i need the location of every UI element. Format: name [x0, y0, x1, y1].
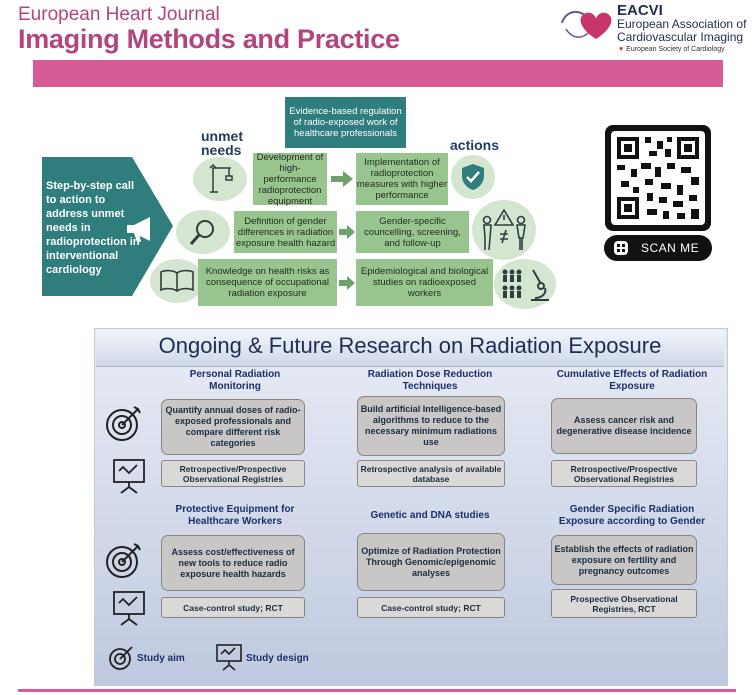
scan-icon — [613, 240, 629, 256]
esc-heart-icon: ♥ — [619, 46, 624, 53]
cell-title-2: Radiation Dose Reduction Techniques — [367, 369, 493, 392]
action-box-1: Implementation of radioprotection measur… — [356, 153, 448, 205]
center-title-box: Evidence-based regulation of radio-expos… — [285, 97, 406, 148]
magnifier-icon-circle — [176, 210, 230, 254]
design-box-4: Case-control study; RCT — [161, 597, 305, 618]
research-header-bar — [96, 330, 724, 367]
eacvi-heart-logo-icon — [558, 5, 622, 45]
cell-title-5: Genetic and DNA studies — [370, 510, 490, 521]
design-box-2: Retrospective analysis of available data… — [357, 460, 505, 487]
design-box-1: Retrospective/Prospective Observational … — [161, 460, 305, 487]
call-to-action-arrow: Step-by-step call to action to address u… — [42, 157, 173, 296]
design-box-3: Retrospective/Prospective Observational … — [551, 460, 697, 487]
research-panel — [94, 328, 728, 686]
aim-box-5: Optimize of Radiation Protection Through… — [357, 533, 505, 591]
need-box-1: Development of high-performance radiopro… — [253, 152, 327, 207]
scan-me-badge[interactable]: SCAN ME — [604, 235, 712, 261]
research-title: Ongoing & Future Research on Radiation E… — [158, 333, 662, 358]
unmet-line1: unmet — [201, 128, 243, 144]
aim-box-6: Establish the effects of radiation expos… — [551, 535, 697, 585]
qr-code[interactable] — [605, 125, 711, 231]
megaphone-icon — [124, 214, 160, 249]
action-box-2: Gender-specific councelling, screening, … — [356, 211, 469, 253]
center-title-text: Evidence-based regulation of radio-expos… — [289, 106, 402, 139]
design-box-5: Case-control study; RCT — [357, 597, 505, 618]
target-icon — [104, 540, 144, 585]
eacvi-name: European Association of Cardiovascular I… — [617, 18, 746, 44]
aim-box-1: Quantify annual doses of radio-exposed p… — [161, 399, 305, 455]
arrow-text: Step-by-step call to action to address u… — [46, 180, 140, 276]
scan-me-label: SCAN ME — [641, 241, 700, 255]
esc-label: ♥European Society of Cardiology — [619, 46, 725, 53]
presentation-chart-icon — [111, 589, 147, 632]
aim-box-4: Assess cost/effectiveness of new tools t… — [161, 535, 305, 591]
study-aim-legend-icon — [108, 644, 136, 677]
eacvi-name-line2: Cardiovascular Imaging — [617, 30, 744, 44]
presentation-chart-icon — [111, 457, 147, 500]
qr-pattern-icon — [617, 137, 699, 219]
header-band — [33, 60, 723, 87]
esc-text: European Society of Cardiology — [626, 46, 725, 53]
cell-title-6: Gender Specific Radiation Exposure accor… — [558, 504, 706, 527]
bottom-rule — [18, 689, 736, 692]
unmet-line2: needs — [201, 142, 242, 158]
need-box-2: Definition of gender differences in radi… — [234, 211, 337, 253]
need-box-3: Knowledge on health risks as consequence… — [198, 259, 337, 306]
study-design-legend-icon — [215, 643, 243, 676]
aim-box-3: Assess cancer risk and degenerative dise… — [551, 398, 697, 454]
target-icon — [104, 403, 144, 448]
eacvi-short: EACVI — [617, 2, 663, 19]
journal-title-line1: European Heart Journal — [18, 4, 220, 25]
cell-title-1: Personal Radiation Monitoring — [189, 369, 281, 392]
shield-check-icon-circle — [451, 155, 495, 199]
crane-icon-circle — [193, 157, 247, 201]
study-design-legend-label: Study design — [246, 653, 309, 664]
journal-title-line2: Imaging Methods and Practice — [18, 24, 400, 54]
gender-warning-icon-circle — [472, 200, 536, 260]
action-box-3: Epidemiological and biological studies o… — [356, 259, 493, 306]
book-icon-circle — [150, 259, 204, 303]
arrow-right-1-icon — [331, 171, 353, 192]
people-microscope-icon-circle — [494, 259, 556, 309]
unmet-needs-heading: unmet needs — [201, 129, 243, 157]
arrow-right-2-icon — [339, 225, 355, 244]
actions-heading: actions — [450, 137, 500, 153]
eacvi-name-line1: European Association of — [617, 17, 747, 31]
arrow-right-3-icon — [339, 276, 355, 295]
cell-title-3: Cumulative Effects of Radiation Exposure — [556, 369, 708, 392]
design-box-6: Prospective Observational Registries, RC… — [551, 589, 697, 618]
cell-title-4: Protective Equipment for Healthcare Work… — [175, 504, 295, 527]
study-aim-legend-label: Study aim — [137, 653, 185, 664]
aim-box-2: Build artificial Intelligence-based algo… — [357, 396, 505, 456]
